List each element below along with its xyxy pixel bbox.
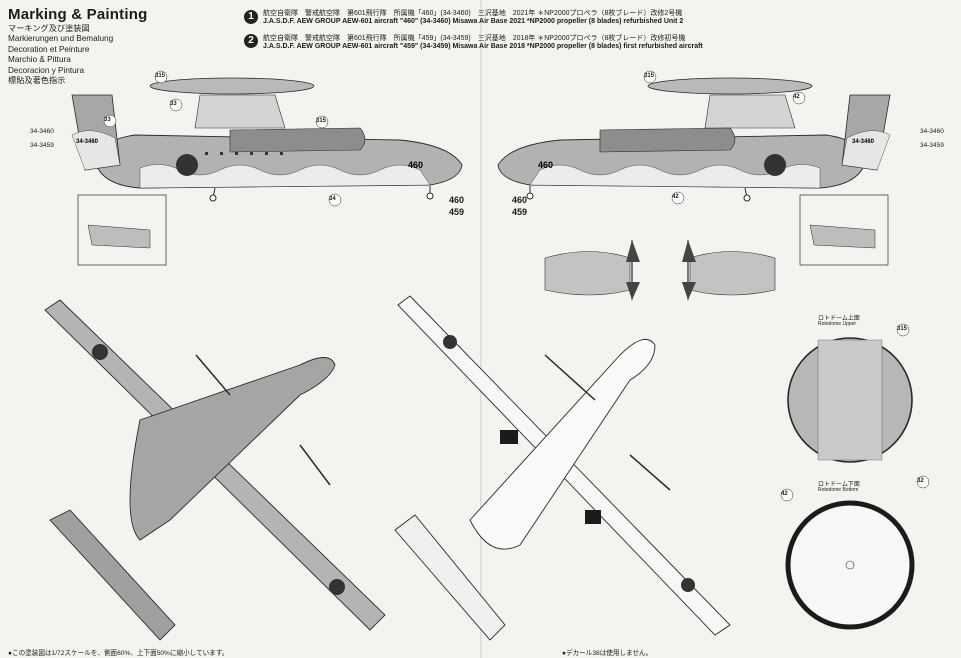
bottom-fuselage xyxy=(469,338,656,550)
tail-detail-inset-left xyxy=(77,194,167,266)
marking-2-badge: 2 xyxy=(244,34,258,48)
engine-front-view-right xyxy=(682,240,776,300)
right-profile-aircraft: 34-3460 460 xyxy=(497,77,891,202)
subtitle-de: Markierungen und Bemalung xyxy=(8,34,114,44)
rotodome-bottom-view xyxy=(785,500,915,630)
serial-legend-left-2: 34-3459 xyxy=(30,142,54,149)
callout-316-c: 42 xyxy=(672,194,679,200)
tail-serial-left: 34-3460 xyxy=(76,139,99,145)
nose-legend-1: 460 xyxy=(449,195,465,205)
bottom-hinomaru-1 xyxy=(443,335,457,349)
rotodome-side-right xyxy=(647,77,813,95)
callout-315-d: 315 xyxy=(897,326,908,332)
nose-number-right: 460 xyxy=(538,160,553,170)
callout-33-a: 33 xyxy=(170,101,177,107)
tail-wave-right xyxy=(841,130,891,171)
serial-legend-right-2: 34-3459 xyxy=(920,142,944,149)
engine-nacelle-left xyxy=(229,127,366,153)
bottom-view-aircraft xyxy=(394,295,731,641)
subtitle-fr: Decoration et Peinture xyxy=(8,44,90,54)
top-fuselage xyxy=(129,357,336,541)
callout-316-b: 42 xyxy=(793,94,800,100)
bottom-tailplane xyxy=(394,514,506,641)
serial-legend-left-1: 34-3460 xyxy=(30,128,54,135)
engine-front-view-left xyxy=(544,240,640,300)
title-translations: マーキング及び塗装図 Markierungen und Bemalung Dec… xyxy=(8,24,113,86)
subtitle-cn: 標貼及著色指示 xyxy=(8,76,66,86)
hinomaru-right xyxy=(764,154,786,176)
left-profile-aircraft: 34-3460 460 xyxy=(71,77,463,202)
rotodome-upper-label-jp: ロトドーム上面 xyxy=(818,316,860,322)
tail-serial-right: 34-3460 xyxy=(852,139,875,145)
callout-316-a: 34 xyxy=(329,196,336,202)
marking-1-badge: 1 xyxy=(244,10,258,24)
rotodome-pylon-left xyxy=(194,94,286,129)
subtitle-es: Decoracion y Pintura xyxy=(8,65,84,75)
page-gutter xyxy=(480,0,482,658)
callout-316-d: 42 xyxy=(781,491,788,497)
rotodome-pylon-right xyxy=(704,94,796,129)
nose-number-left: 460 xyxy=(408,160,423,170)
marking-2-en: J.A.S.D.F. AEW GROUP AEW-601 aircraft "4… xyxy=(263,43,703,50)
top-hinomaru-2 xyxy=(329,579,345,595)
callout-315-b: 315 xyxy=(316,118,327,124)
nose-legend-3: 460 xyxy=(512,195,528,205)
callout-32: 32 xyxy=(917,478,924,484)
subtitle-jp: マーキング及び塗装図 xyxy=(8,24,90,33)
tail-wave-left xyxy=(71,130,121,171)
rotodome-upper-label-en: Rotodome Upper xyxy=(818,321,857,327)
engine-nacelle-right xyxy=(599,127,736,153)
nose-legend-4: 459 xyxy=(512,207,528,217)
marking-1-jp: 航空自衛隊 警戒航空隊 第601飛行隊 所属機「460」(34-3460) 三沢… xyxy=(263,10,683,17)
page-title: Marking & Painting xyxy=(8,6,148,23)
rotodome-bottom-label-jp: ロトドーム下面 xyxy=(818,482,860,488)
bottom-hinomaru-2 xyxy=(681,578,695,592)
serial-legend-right-1: 34-3460 xyxy=(920,128,944,135)
top-view-aircraft xyxy=(44,299,386,641)
rotodome-bottom-label-en: Rotodome Bottom xyxy=(818,487,859,493)
marking-2-jp: 航空自衛隊 警戒航空隊 第601飛行隊 所属機「459」(34-3459) 三沢… xyxy=(263,35,686,42)
top-tailplane xyxy=(49,509,176,641)
rotodome-side-left xyxy=(149,77,315,95)
callout-315-a: 315 xyxy=(155,73,166,79)
marking-1-en: J.A.S.D.F. AEW GROUP AEW-601 aircraft "4… xyxy=(263,18,684,25)
nose-legend-2: 459 xyxy=(449,207,465,217)
tail-detail-inset-right xyxy=(799,194,889,266)
footer-note-right: ●デカール38は使用しません。 xyxy=(562,650,653,657)
callout-315-c: 315 xyxy=(644,73,655,79)
callout-33-b: 33 xyxy=(104,117,111,123)
hinomaru-left xyxy=(176,154,198,176)
top-hinomaru-1 xyxy=(92,344,108,360)
subtitle-it: Marchio & Pittura xyxy=(8,55,71,65)
footer-note-left: ●この塗装図は1/72スケールを、側面60%、上下面50%に縮小しています。 xyxy=(8,650,229,657)
